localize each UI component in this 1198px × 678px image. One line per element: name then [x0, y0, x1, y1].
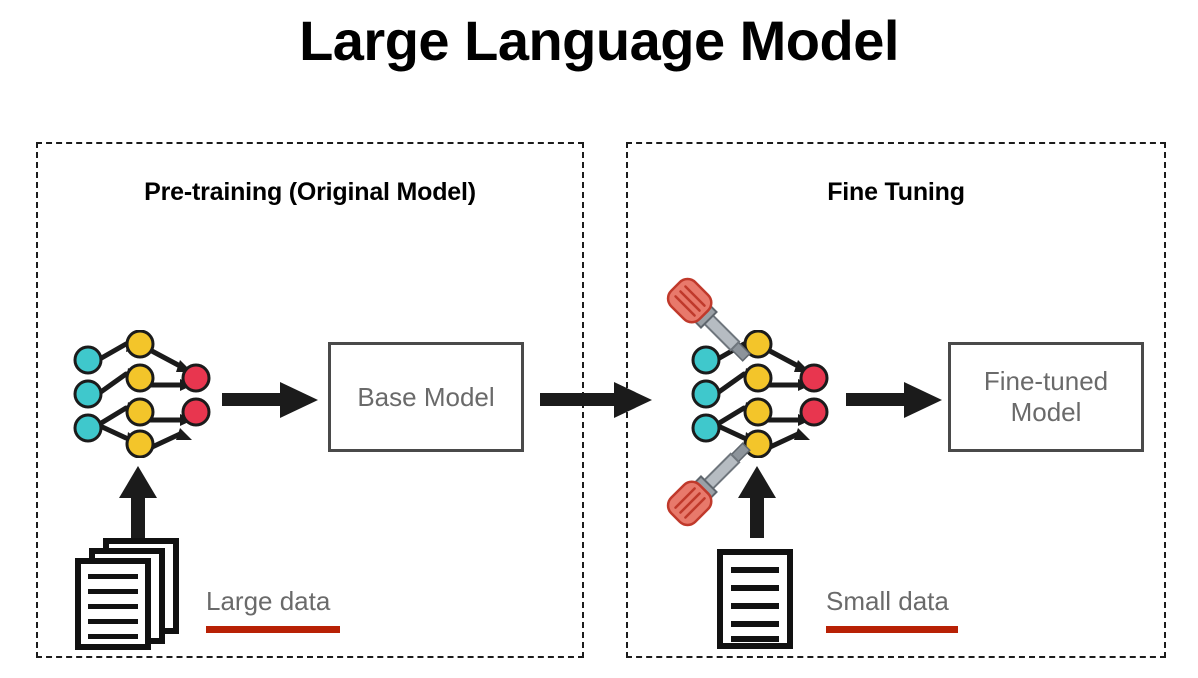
nn-output-node: [181, 363, 211, 393]
nn-input-node: [73, 345, 103, 375]
nn-output-node: [799, 397, 829, 427]
nn-hidden-node: [125, 363, 155, 393]
nn-hidden-node: [743, 397, 773, 427]
small-data-label: Small data: [826, 586, 949, 616]
nn-hidden-node: [125, 397, 155, 427]
document-single-icon: [717, 549, 793, 649]
nn-input-node: [691, 413, 721, 443]
panel-pretraining-title: Pre-training (Original Model): [144, 178, 476, 206]
finetuned-model-box[interactable]: Fine-tuned Model: [948, 342, 1144, 452]
nn-hidden-node: [125, 330, 155, 359]
arrow-base-model-to-finetuning-icon: [540, 382, 652, 418]
nn-hidden-node: [743, 429, 773, 458]
nn-hidden-node: [743, 363, 773, 393]
nn-input-node: [73, 379, 103, 409]
arrow-large-data-to-network-icon: [119, 466, 157, 538]
nn-hidden-node: [743, 330, 773, 359]
nn-input-node: [73, 413, 103, 443]
arrow-small-data-to-network-icon: [738, 466, 776, 538]
large-data-label-group: Large data: [206, 586, 340, 633]
finetuned-model-label-line2: Model: [1010, 397, 1082, 427]
nn-input-node: [691, 379, 721, 409]
small-data-label-group: Small data: [826, 586, 958, 633]
large-data-underline: [206, 626, 340, 633]
base-model-box[interactable]: Base Model: [328, 342, 524, 452]
document-stack-icon: [75, 538, 179, 650]
finetuned-model-label-line1: Fine-tuned: [983, 366, 1109, 397]
panel-finetuning-title: Fine Tuning: [827, 178, 965, 206]
arrow-network-to-base-model-icon: [222, 382, 318, 418]
nn-output-node: [799, 363, 829, 393]
screwdriver-bottom-icon: [666, 442, 751, 527]
arrow-network-to-finetuned-model-icon: [846, 382, 942, 418]
small-data-underline: [826, 626, 958, 633]
large-data-label: Large data: [206, 586, 331, 616]
neural-network-pretraining-icon: [73, 330, 211, 458]
neural-network-finetuning-icon: [691, 330, 829, 458]
screwdriver-top-icon: [666, 277, 751, 362]
nn-output-node: [181, 397, 211, 427]
nn-input-node: [691, 345, 721, 375]
nn-hidden-node: [125, 429, 155, 458]
base-model-label: Base Model: [357, 381, 495, 412]
page-title: Large Language Model: [299, 9, 899, 72]
